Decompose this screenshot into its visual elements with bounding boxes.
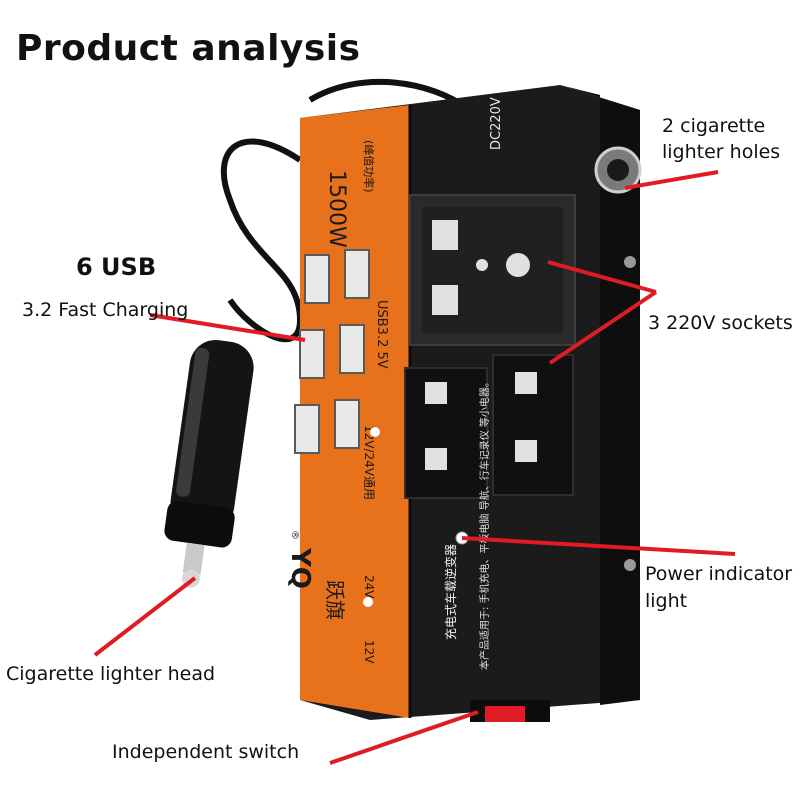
usb-port-5 <box>294 404 320 454</box>
line-indicator <box>461 536 736 556</box>
label-indicator-2: light <box>645 590 688 612</box>
voltage-note: 12V/24V通用 <box>362 425 376 500</box>
page-title: Product analysis <box>16 28 361 69</box>
usb-port-4 <box>339 324 365 374</box>
line-socket-b <box>548 290 658 365</box>
label-lighter-holes-2: lighter holes <box>662 141 781 163</box>
power-sub: (峰值功率) <box>362 140 376 193</box>
usb-ports <box>294 249 370 454</box>
line-lighter-holes <box>624 170 719 190</box>
label-lighter-holes-1: 2 cigarette <box>662 115 766 137</box>
socket-lower-right <box>492 354 574 496</box>
usb-port-2 <box>344 249 370 299</box>
inverter-body: DC220V 充电 <box>285 85 642 722</box>
line-switch <box>329 710 479 765</box>
annotation-lines <box>93 170 736 765</box>
label-sockets: 3 220V sockets <box>648 312 793 334</box>
v12-label: 12V <box>362 640 376 664</box>
v24-label: 24V <box>362 575 376 599</box>
dc-label: DC220V <box>489 97 504 150</box>
universal-socket-main <box>409 194 576 346</box>
power-rating: 1500W <box>324 170 349 248</box>
usb-port-6 <box>334 399 360 449</box>
label-usb-count: 6 USB <box>76 253 157 281</box>
usb-port-1 <box>304 254 330 304</box>
usb-port-3 <box>299 329 325 379</box>
line-socket-a <box>547 260 657 294</box>
label-lighter-head: Cigarette lighter head <box>6 663 216 685</box>
power-cable <box>220 138 304 343</box>
line-fast-charging <box>149 313 306 342</box>
brand-reg: ® <box>289 530 300 540</box>
label-fast-charging: 3.2 Fast Charging <box>22 299 189 321</box>
product-name: 充电式车载逆变器 <box>443 544 458 640</box>
line-lighter-head <box>93 576 197 657</box>
switch-button <box>485 706 525 722</box>
cigarette-lighter-plug <box>164 339 254 588</box>
label-switch: Independent switch <box>112 741 300 763</box>
brand: YQ <box>285 547 315 589</box>
usb-spec: USB3.2 5V <box>374 300 389 369</box>
lighter-holes <box>594 146 642 571</box>
label-indicator-1: Power indicator <box>645 563 793 585</box>
socket-lower-left <box>404 367 488 499</box>
brand-cn: 跃旗 <box>323 580 347 620</box>
usage-text: 本产品适用于: 手机充电、平板电脑 导航、行车记录仪 等小电器。 <box>478 377 491 670</box>
